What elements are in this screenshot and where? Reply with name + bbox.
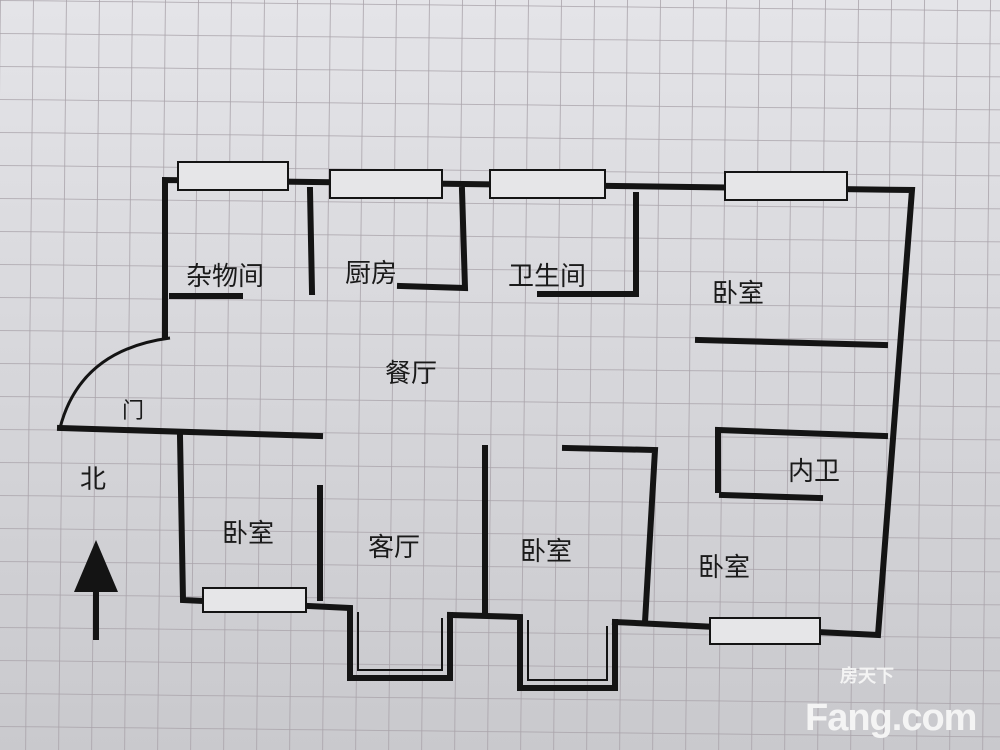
wall-bathroom — [537, 192, 639, 297]
wall-entry — [56, 424, 324, 440]
windows — [177, 161, 848, 645]
room-label-dining: 餐厅 — [385, 359, 437, 389]
wall-kitchen — [396, 186, 469, 292]
window — [709, 617, 821, 645]
room-label-door: 门 — [122, 399, 144, 424]
window — [177, 161, 289, 191]
room-label-bedroom-sw: 卧室 — [222, 519, 274, 549]
room-label-bedroom-ne: 卧室 — [712, 279, 764, 309]
balcony-2-wall — [446, 611, 618, 691]
balcony-inner-lines — [357, 612, 608, 681]
balcony-2-inner — [527, 620, 608, 681]
wall-ensuite-bottom — [718, 491, 824, 502]
wall-storage-kitchen — [306, 186, 316, 296]
wall-bedroom-s — [561, 444, 659, 626]
room-label-storage: 杂物间 — [186, 262, 264, 292]
room-labels: 杂物间 厨房 卫生间 卧室 餐厅 门 卧室 客厅 卧室 内卫 卧室 — [122, 259, 840, 583]
compass-label: 北 — [80, 465, 106, 495]
balcony-1-wall — [176, 432, 453, 681]
room-label-living: 客厅 — [368, 533, 420, 563]
watermark-cn: 房天下 — [840, 665, 894, 686]
window — [724, 171, 848, 201]
room-label-bedroom-s: 卧室 — [520, 537, 572, 567]
watermark-en: Fang.com — [805, 697, 976, 739]
watermark-logo: 房天下 Fang.com — [805, 665, 977, 739]
room-label-bedroom-se: 卧室 — [698, 553, 750, 583]
window — [489, 169, 606, 199]
door-swing-arc — [58, 336, 171, 429]
wall-bedroom-ne — [694, 336, 889, 349]
north-arrow-icon — [74, 540, 118, 640]
walls — [56, 176, 916, 691]
balcony-1-inner — [357, 612, 443, 671]
wall-ensuite — [715, 426, 889, 493]
room-label-ensuite: 内卫 — [788, 457, 840, 487]
room-label-kitchen: 厨房 — [345, 259, 397, 289]
window — [202, 587, 307, 613]
north-arrow-head — [74, 540, 118, 592]
room-label-bathroom: 卫生间 — [508, 262, 586, 292]
window — [329, 169, 443, 199]
